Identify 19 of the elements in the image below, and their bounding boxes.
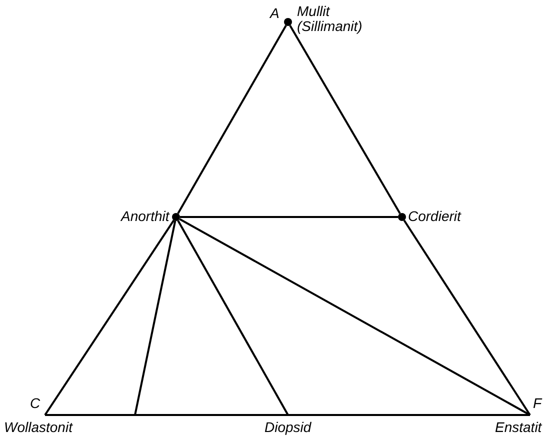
tie-line [177,220,289,416]
mineral-label: Cordierit [408,209,461,224]
mineral-label: Anorthit [121,209,170,224]
tie-line [289,24,401,214]
mineral-label: Wollastonit [4,420,72,435]
tie-line [180,216,398,218]
tie-line [45,414,288,416]
tie-line [288,414,530,416]
tie-line [134,220,176,416]
vertex-letter: F [533,396,542,411]
vertex-letter: A [270,6,280,21]
vertex-letter: C [30,396,40,411]
tie-line [403,220,531,416]
tie-line [177,24,287,214]
tie-line [179,218,530,416]
mineral-label: Diopsid [264,420,312,435]
mineral-label: Mullit (Sillimanit) [297,4,364,34]
tie-line [44,220,175,416]
mineral-label: Enstatit [495,420,542,435]
